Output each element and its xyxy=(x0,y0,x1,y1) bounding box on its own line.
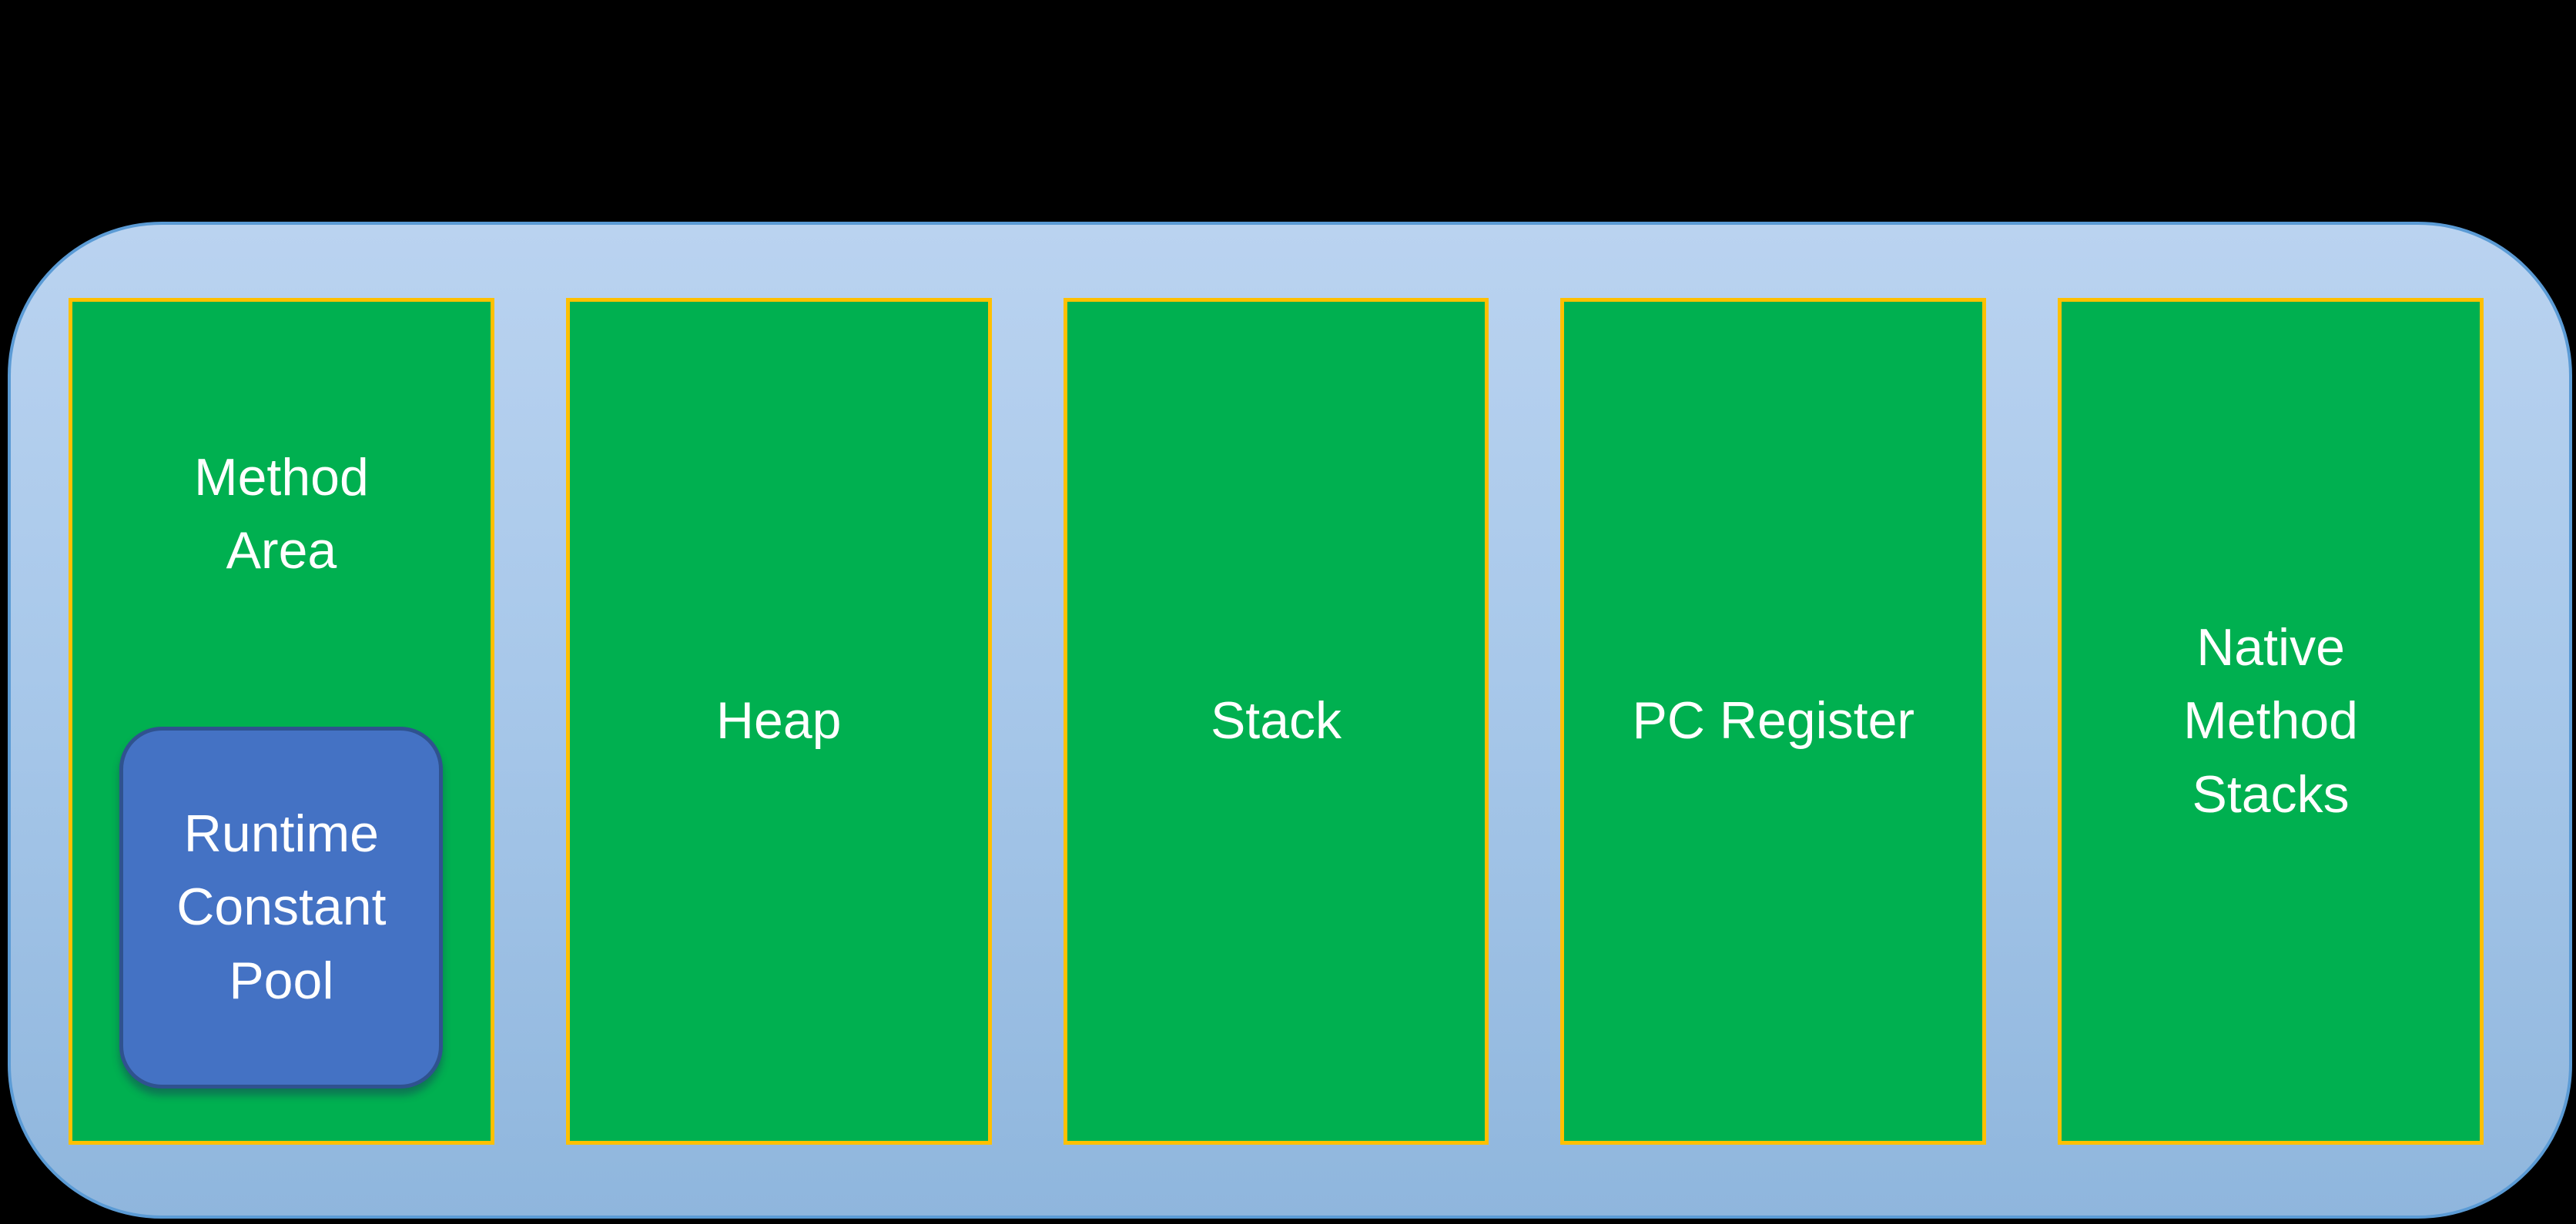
pc-register-box: PC Register xyxy=(1560,298,1987,1145)
native-method-stacks-label: Native Method Stacks xyxy=(2183,618,2358,824)
method-area-box: Method Area Runtime Constant Pool xyxy=(69,298,494,1145)
method-area-label-area: Method Area xyxy=(133,302,430,727)
method-area-label: Method Area xyxy=(193,447,369,580)
stack-label: Stack xyxy=(1210,691,1342,751)
stack-box: Stack xyxy=(1063,298,1489,1145)
pc-register-label: PC Register xyxy=(1632,691,1915,751)
runtime-constant-pool-label: Runtime Constant Pool xyxy=(176,804,387,1010)
heap-label: Heap xyxy=(715,691,842,751)
heap-box: Heap xyxy=(565,298,992,1145)
runtime-data-areas-container: Method Area Runtime Constant Pool Heap S… xyxy=(8,222,2572,1219)
runtime-constant-pool-box: Runtime Constant Pool xyxy=(119,727,444,1089)
native-method-stacks-box: Native Method Stacks xyxy=(2058,298,2484,1145)
memory-boxes-row: Method Area Runtime Constant Pool Heap S… xyxy=(69,298,2484,1145)
